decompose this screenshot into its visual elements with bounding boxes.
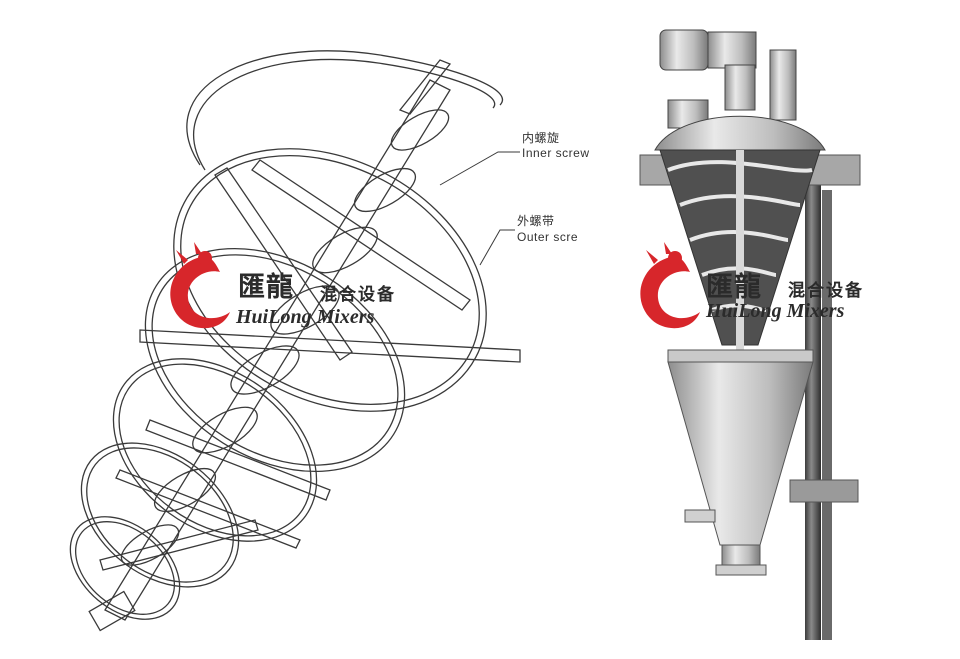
cone-mixer-machine (639, 29, 861, 640)
inner-screw-leader (439, 151, 520, 186)
outer-ribbon-label-en: Outer scre (517, 230, 579, 244)
brand-name-cn: 匯龍 (706, 272, 762, 303)
red-dragon-logo-icon (170, 242, 230, 329)
outer-ribbon-label-cn: 外螺带 (517, 214, 555, 228)
brand-subtitle-cn: 混合设备 (788, 281, 864, 301)
brand-name-cn: 匯龍 (238, 272, 294, 303)
inner-screw-label-cn: 内螺旋 (522, 131, 560, 145)
inner-screw-label-en: Inner screw (522, 146, 590, 160)
brand-name-en: HuiLong Mixers (236, 306, 375, 328)
brand-name-en: HuiLong Mixers (706, 300, 845, 322)
helix-drawing (69, 50, 521, 632)
outer-ribbon-leader (479, 229, 515, 266)
brand-subtitle-cn: 混合设备 (320, 285, 396, 305)
inner-screw (88, 79, 451, 632)
red-dragon-logo-icon (640, 242, 700, 329)
support-arms (99, 59, 521, 571)
